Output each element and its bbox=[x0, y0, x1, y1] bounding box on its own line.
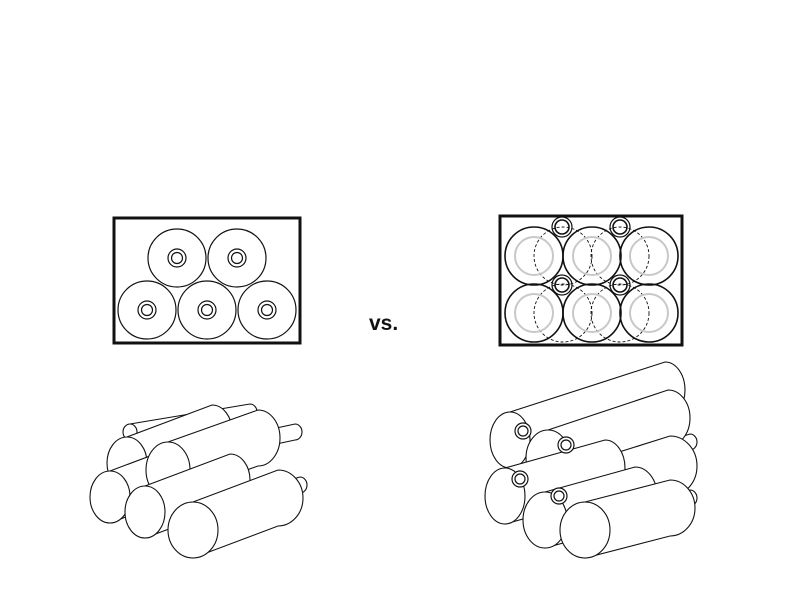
comparison-label: vs. bbox=[369, 312, 399, 335]
box-outline bbox=[112, 216, 302, 345]
hidden-roll-dashed bbox=[590, 283, 650, 343]
core-inner bbox=[554, 277, 570, 293]
cylinder-end bbox=[489, 411, 531, 469]
core-inner bbox=[260, 303, 274, 317]
inner-grey-circle bbox=[514, 293, 554, 333]
roll-circle bbox=[147, 228, 207, 288]
roll-cylinder bbox=[167, 469, 304, 559]
inner-grey-circle bbox=[572, 236, 612, 276]
core-outer bbox=[167, 248, 187, 268]
hidden-roll-dashed bbox=[533, 283, 593, 343]
roll-circle bbox=[177, 280, 237, 340]
roll-circle bbox=[562, 226, 622, 286]
core-outer bbox=[551, 274, 573, 296]
roll-circle bbox=[207, 228, 267, 288]
core-inner bbox=[514, 473, 526, 485]
core-outer bbox=[197, 300, 217, 320]
core-inner bbox=[612, 277, 628, 293]
core-inner bbox=[200, 303, 214, 317]
box-outline bbox=[498, 214, 684, 347]
core-inner bbox=[554, 219, 570, 235]
standard-rolls-top-view bbox=[112, 216, 302, 345]
core-outer bbox=[257, 300, 277, 320]
roll-circle bbox=[562, 283, 622, 343]
core-inner bbox=[553, 490, 565, 502]
cylinder-end bbox=[124, 485, 166, 539]
core-outer bbox=[137, 300, 157, 320]
cylinder-end bbox=[559, 501, 611, 559]
inner-grey-circle bbox=[572, 293, 612, 333]
cylinder-end bbox=[89, 470, 131, 524]
cylinder-body bbox=[192, 469, 304, 559]
roll-circle bbox=[237, 280, 297, 340]
roll-circle bbox=[117, 280, 177, 340]
cylinder-end bbox=[167, 501, 219, 559]
core-outer bbox=[511, 470, 529, 488]
core-inner bbox=[612, 219, 628, 235]
inner-grey-circle bbox=[514, 236, 554, 276]
core-inner bbox=[170, 251, 184, 265]
standard-rolls-isometric-view bbox=[89, 403, 308, 559]
nested-rolls-top-view bbox=[498, 214, 684, 347]
core-outer bbox=[514, 422, 532, 440]
hidden-roll-dashed bbox=[533, 226, 593, 286]
core-inner bbox=[517, 425, 529, 437]
inner-grey-circle bbox=[629, 236, 669, 276]
hidden-roll-dashed bbox=[590, 226, 650, 286]
core-outer bbox=[557, 436, 575, 454]
nested-rolls-isometric-view bbox=[484, 361, 698, 559]
core-inner bbox=[230, 251, 244, 265]
core-outer bbox=[550, 487, 568, 505]
core-outer bbox=[609, 216, 631, 238]
cylinder-body bbox=[584, 479, 696, 559]
roll-circle bbox=[619, 283, 679, 343]
inner-grey-circle bbox=[629, 293, 669, 333]
core-outer bbox=[551, 216, 573, 238]
roll-circle bbox=[619, 226, 679, 286]
core-outer bbox=[609, 274, 631, 296]
core-outer bbox=[227, 248, 247, 268]
core-inner bbox=[140, 303, 154, 317]
core-inner bbox=[560, 439, 572, 451]
roll-cylinder bbox=[559, 479, 696, 559]
